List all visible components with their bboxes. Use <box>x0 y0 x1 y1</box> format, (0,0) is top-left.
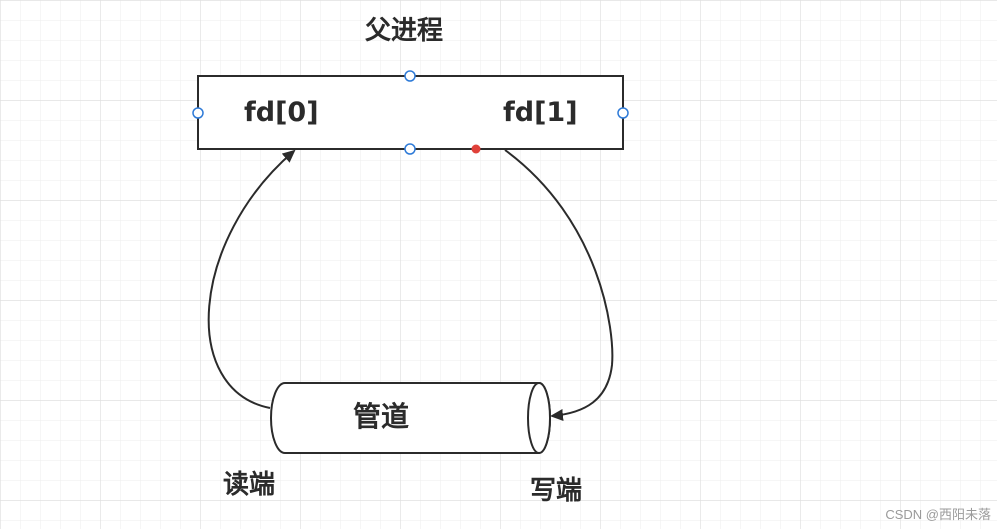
connection-anchor-point[interactable] <box>471 144 481 154</box>
write-arrow[interactable] <box>504 149 614 421</box>
bottom-handle[interactable] <box>404 143 416 155</box>
top-handle[interactable] <box>404 70 416 82</box>
read-arrow[interactable] <box>207 149 296 409</box>
parent-process-box[interactable] <box>197 75 624 150</box>
left-handle[interactable] <box>192 107 204 119</box>
fd-write-label: fd[1] <box>503 97 578 128</box>
pipe-cylinder-end <box>527 382 551 454</box>
read-end-label: 读端 <box>223 470 276 500</box>
right-handle[interactable] <box>617 107 629 119</box>
parent-process-title: 父进程 <box>365 16 444 46</box>
pipe-label: 管道 <box>353 400 410 433</box>
fd-read-label: fd[0] <box>244 97 319 128</box>
write-end-label: 写端 <box>530 476 583 506</box>
watermark: CSDN @西阳未落 <box>885 507 991 522</box>
pipe-cylinder-body[interactable] <box>270 382 551 454</box>
